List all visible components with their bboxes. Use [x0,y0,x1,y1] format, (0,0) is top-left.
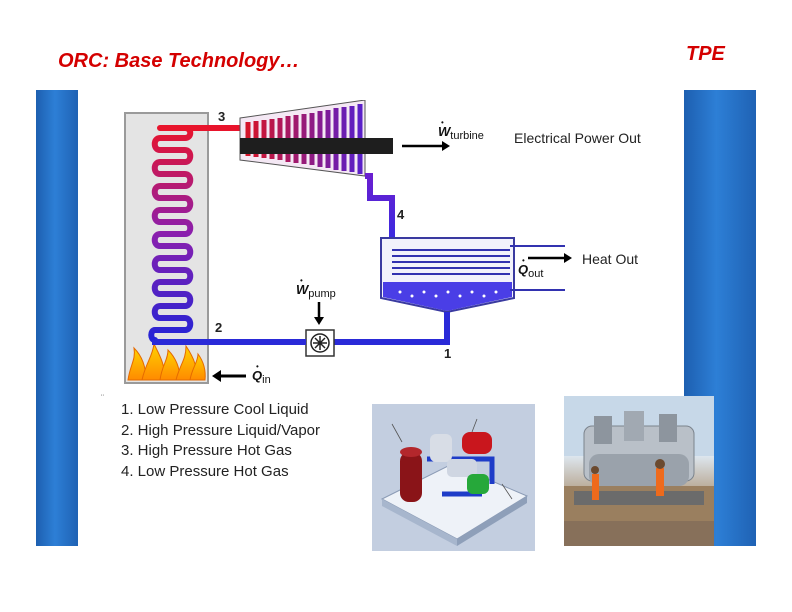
state-label-2: 2 [215,320,222,335]
legend-item: 2. High Pressure Liquid/Vapor [121,421,320,439]
svg-text:•: • [256,362,259,371]
bullet-mark: ¨ [101,393,104,403]
heat-out-label: Heat Out [582,251,638,267]
orc-cycle-diagram: 3 4 2 1 Wturbine • Electrical Power Out … [124,100,641,386]
boiler-coil [148,125,194,343]
condenser-liquid [383,282,512,311]
svg-text:•: • [300,276,303,285]
state-label-3: 3 [218,109,225,124]
boiler-box [124,112,209,384]
slide-title: ORC: Base Technology… [58,50,300,72]
pipe-state-4 [365,173,395,238]
turbine-shaft [240,138,393,154]
state-label-4: 4 [397,207,405,222]
electrical-power-out-label: Electrical Power Out [514,130,641,146]
svg-text:•: • [441,118,444,127]
legend-item: 1. Low Pressure Cool Liquid [121,401,309,418]
brand-logo-text: TPE [686,43,725,65]
pipe-state-1 [333,312,450,345]
svg-text:•: • [522,256,525,265]
legend-item: 4. Low Pressure Hot Gas [121,462,289,480]
condenser-coil [392,245,565,291]
w-pump-label: Wpump [296,282,336,300]
legend-item: 3. High Pressure Hot Gas [121,442,292,459]
state-legend: 1. Low Pressure Cool Liquid 2. High Pres… [121,400,320,482]
q-out-label: Qout [518,262,543,280]
condensate-drops [398,290,498,298]
pipe-state-2 [152,339,306,345]
left-blue-band [36,90,78,546]
orc-unit-rendering-image [372,404,535,551]
state-label-1: 1 [444,346,451,361]
orc-installation-photo [564,396,714,546]
q-in-label: Qin [252,368,271,386]
w-turbine-label: Wturbine [438,124,484,142]
